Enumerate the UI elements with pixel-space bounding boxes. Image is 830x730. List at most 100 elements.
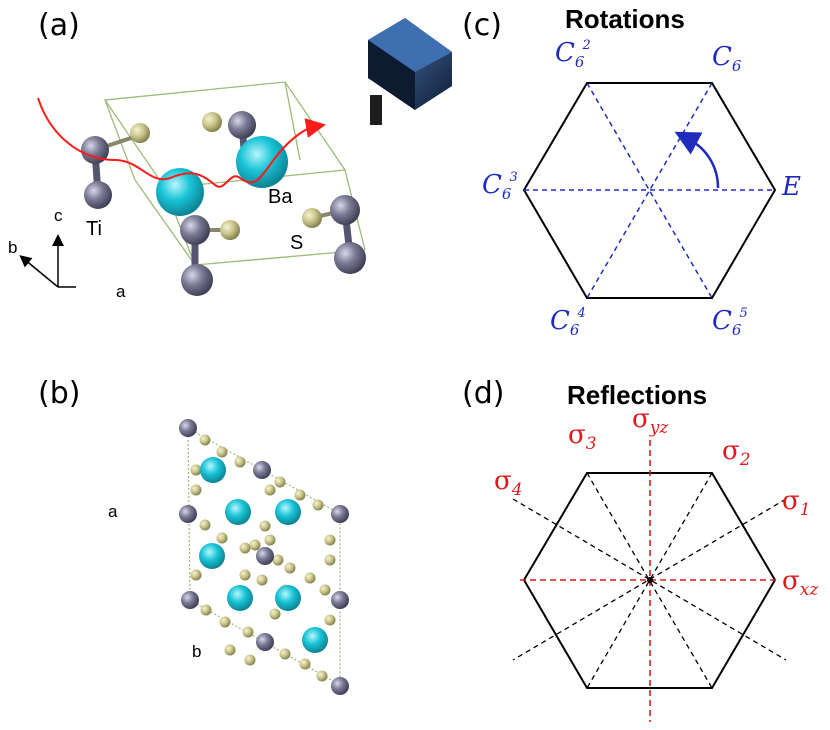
symbol-base: σ <box>722 436 740 466</box>
s-atom <box>216 446 228 458</box>
ti-atom <box>331 505 349 523</box>
symbol-sub: 6 <box>731 321 742 340</box>
symbol-base: C <box>550 306 570 336</box>
panel-a-structure <box>19 81 366 296</box>
label-ti: Ti <box>86 218 102 240</box>
s-atom <box>324 614 336 626</box>
stm-tip-image <box>368 18 452 125</box>
label-c6-5: C65 <box>712 306 748 339</box>
ti-atom <box>181 591 199 609</box>
panel-c-diagram <box>522 82 777 299</box>
s-atom <box>269 608 281 620</box>
axis-a-label: a <box>116 282 126 301</box>
label-c6: C6 <box>712 42 741 75</box>
ti-atom <box>84 181 112 209</box>
label-c6-2: C62 <box>555 38 591 71</box>
symbol-sup: 3 <box>509 170 518 186</box>
s-atom <box>264 534 276 546</box>
symbol-base: C <box>482 170 502 200</box>
electron-path <box>37 97 326 188</box>
label-sigma-3: σ3 <box>568 420 597 454</box>
label-sigma-2: σ2 <box>722 436 751 470</box>
ti-atom <box>180 215 210 245</box>
symbol-base: σ <box>782 486 800 516</box>
symbol-sub: 6 <box>574 53 585 72</box>
s-atom <box>190 464 202 476</box>
label-e: E <box>782 172 801 202</box>
ti-atom <box>228 111 256 139</box>
symbol-sub: 2 <box>739 450 751 471</box>
label-ba: Ba <box>268 186 293 208</box>
ba-atom <box>156 168 204 216</box>
symbol-sub: 4 <box>511 480 523 501</box>
label-s: S <box>290 232 304 254</box>
s-atom <box>264 484 276 496</box>
panel-label-d: (d) <box>462 376 505 411</box>
ba-atom <box>199 543 225 569</box>
s-atom <box>244 654 256 666</box>
panel-label-a: (a) <box>38 8 80 43</box>
rotations-title: Rotations <box>565 4 685 34</box>
lattice-b-label: b <box>192 642 202 661</box>
ti-atom <box>330 195 360 225</box>
s-atom <box>239 569 251 581</box>
symbol-base: σ <box>568 420 586 450</box>
ti-atom <box>81 136 109 164</box>
s-atom <box>256 574 268 586</box>
symbol-base: σ <box>782 566 800 596</box>
symbol-sub: 3 <box>585 434 597 455</box>
s-atom <box>242 626 254 638</box>
ti-atom <box>179 505 197 523</box>
label-sigma-yz: σyz <box>632 404 668 438</box>
panel-label-c: (c) <box>462 8 502 43</box>
s-atom <box>249 539 261 551</box>
s-atom <box>199 519 211 531</box>
axis-c-label: c <box>54 206 63 225</box>
panel-b-structure <box>179 419 349 695</box>
s-atom <box>299 658 311 670</box>
s-atom <box>190 569 202 581</box>
ti-atom <box>179 419 197 437</box>
panel-label-b: (b) <box>38 376 81 411</box>
reflections-title: Reflections <box>567 380 708 410</box>
symbol-sub: 6 <box>501 185 512 204</box>
symbol-base: C <box>555 38 575 68</box>
center-point <box>647 577 653 583</box>
ba-atom <box>225 499 251 525</box>
s-atom <box>259 520 271 532</box>
label-sigma-4: σ4 <box>494 466 523 500</box>
s-atom <box>324 554 336 566</box>
symbol-base: C <box>712 306 732 336</box>
s-atom <box>324 534 336 546</box>
s-atom <box>284 562 296 574</box>
symbol-sup: 5 <box>739 306 748 322</box>
rotation-axes <box>524 82 775 299</box>
ba-atom <box>227 585 253 611</box>
symbol-sub: 6 <box>569 321 580 340</box>
ti-atom <box>331 677 349 695</box>
s-atom <box>190 484 202 496</box>
s-atom <box>199 434 211 446</box>
axis-triad <box>19 234 76 288</box>
s-atom <box>224 644 236 656</box>
ba-atom <box>302 627 328 653</box>
label-c6-4: C64 <box>550 306 586 339</box>
symbol-base: C <box>712 42 732 72</box>
s-atom <box>130 123 150 143</box>
ba-atom <box>236 136 288 188</box>
symbol-base: σ <box>494 466 512 496</box>
ti-atom <box>256 633 274 651</box>
s-atom <box>239 542 251 554</box>
symbol-sup: 4 <box>577 306 586 322</box>
symbol-sup: 2 <box>582 38 591 54</box>
ti-atom <box>253 461 271 479</box>
mirror-lines-black <box>512 472 787 689</box>
symbol-sub: xz <box>799 580 819 601</box>
s-atom <box>200 604 212 616</box>
s-atom <box>216 532 228 544</box>
s-atom <box>279 648 291 660</box>
symbol-sub: yz <box>649 418 669 439</box>
axis-b-label: b <box>8 238 18 257</box>
s-atom <box>274 476 286 488</box>
